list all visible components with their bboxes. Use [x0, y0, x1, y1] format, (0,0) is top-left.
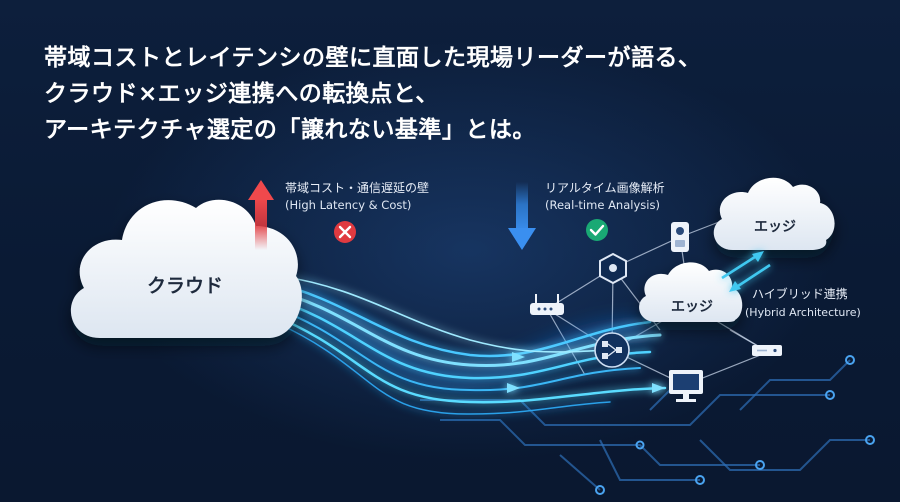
network-hub-icon — [594, 332, 630, 368]
camera-sensor-icon — [671, 222, 689, 252]
up-arrow — [248, 180, 274, 250]
bandwidth-label-en: (High Latency & Cost) — [285, 198, 412, 212]
headline-line-3: アーキテクチャ選定の「譲れない基準」とは。 — [44, 117, 536, 143]
cloud-main — [70, 199, 302, 338]
beam-arrowheads — [507, 352, 665, 393]
headline-line-2: クラウド×エッジ連携への転換点と、 — [44, 81, 439, 107]
cloud-edge-lower-label: エッジ — [671, 299, 713, 315]
hybrid-label-ja: ハイブリッド連携 — [752, 287, 848, 301]
check-circle-icon — [586, 219, 608, 241]
sync-arrows — [721, 251, 771, 292]
cloud-edge-upper-label: エッジ — [754, 219, 796, 235]
hybrid-label-en: (Hybrid Architecture) — [745, 306, 861, 319]
bandwidth-label-ja: 帯域コスト・通信遅延の壁 — [285, 181, 430, 195]
realtime-label-en: (Real-time Analysis) — [545, 198, 660, 212]
cloud-edge-lower — [639, 262, 743, 322]
data-stream-beam — [257, 275, 667, 415]
cloud-main-label: クラウド — [146, 275, 223, 297]
router-icon — [530, 294, 564, 315]
realtime-label-ja: リアルタイム画像解析 — [545, 181, 665, 195]
server-device-icon — [752, 345, 782, 356]
headline: 帯域コストとレイテンシの壁に直面した現場リーダーが語る、 クラウド×エッジ連携へ… — [44, 40, 864, 148]
monitor-icon — [669, 370, 703, 402]
x-circle-icon — [334, 221, 356, 243]
circuit-nodes — [595, 355, 875, 495]
headline-line-1: 帯域コストとレイテンシの壁に直面した現場リーダーが語る、 — [44, 45, 702, 71]
down-arrow — [508, 182, 536, 250]
hexagon-node-icon — [599, 252, 627, 285]
cloud-edge-upper — [713, 177, 835, 250]
circuit-traces — [420, 359, 870, 491]
